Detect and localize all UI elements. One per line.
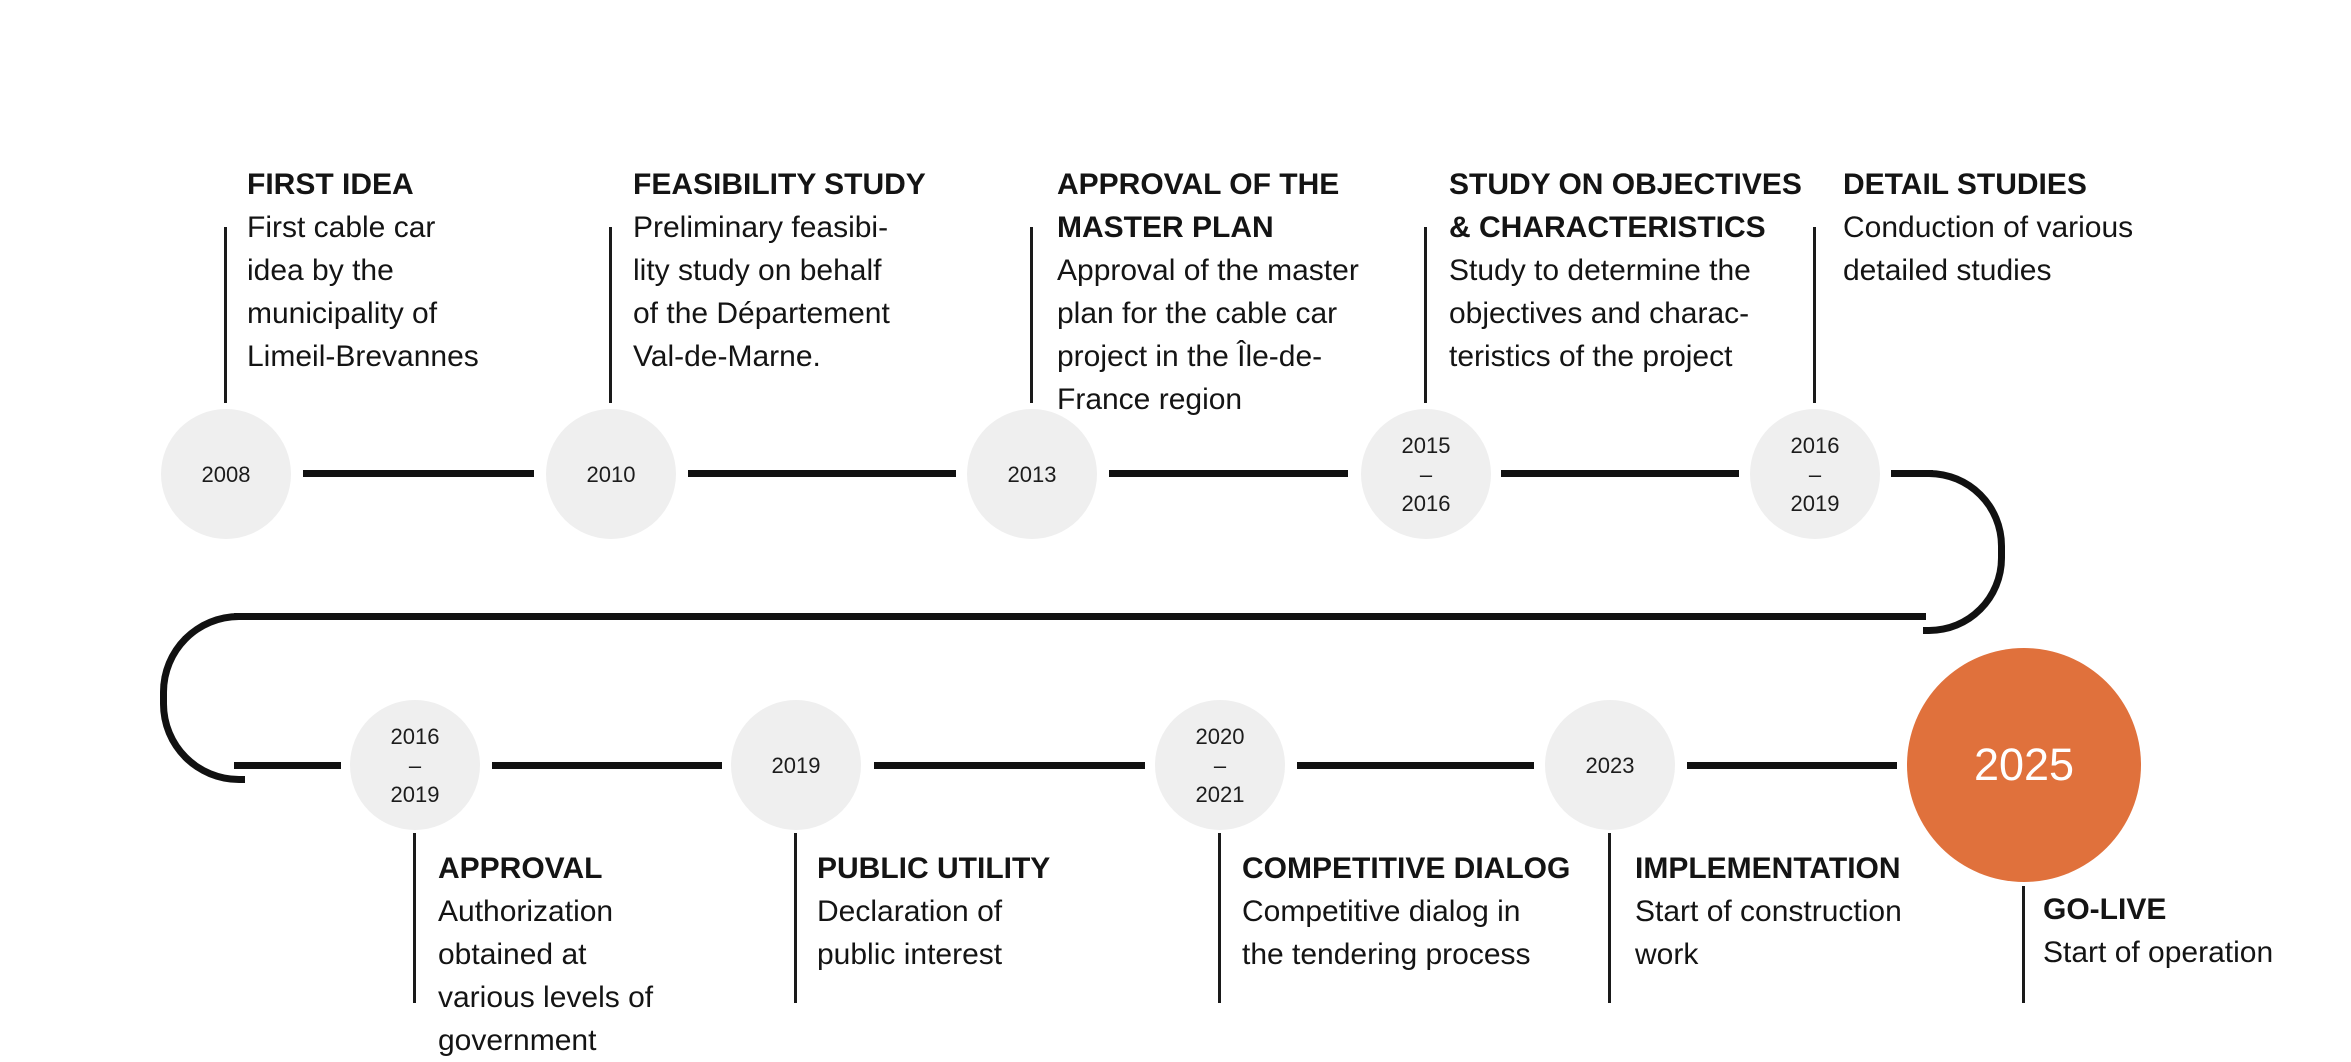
milestone-title: STUDY ON OBJECTIVES& CHARACTERISTICS [1449,168,1802,244]
connector-line [1218,833,1221,1003]
connector-line [1030,227,1033,403]
timeline-segment [234,613,1926,620]
year-node: 2016–2019 [350,700,480,830]
year-node: 2015–2016 [1361,409,1491,539]
timeline-segment [1109,470,1348,477]
year-node: 2010 [546,409,676,539]
year-node: 2013 [967,409,1097,539]
milestone-title: FIRST IDEA [247,168,414,201]
timeline-segment [1297,762,1534,769]
year-label: 2016–2019 [390,723,440,807]
year-label: 2019 [771,752,821,778]
timeline-segment [1891,470,1933,477]
timeline-uturn-right [1923,470,2005,634]
year-label: 2016–2019 [1790,432,1840,516]
year-node: 2016–2019 [1750,409,1880,539]
milestone-description: Start of operation [2043,936,2274,969]
connector-line [1608,833,1611,1003]
connector-line [1424,227,1427,403]
year-node: 2008 [161,409,291,539]
connector-line [609,227,612,403]
connector-line [794,833,797,1003]
timeline-segment [234,762,341,769]
connector-line [2022,886,2025,1003]
timeline-segment [1501,470,1739,477]
year-label: 2020–2021 [1195,723,1245,807]
milestone-title: FEASIBILITY STUDY [633,168,926,201]
timeline-segment [492,762,722,769]
milestone-title: PUBLIC UTILITY [817,852,1051,885]
timeline-segment [688,470,956,477]
timeline-segment [1687,762,1897,769]
go-live-node: 2025 [1907,648,2141,882]
timeline-segment [874,762,1145,769]
milestone-title: COMPETITIVE DIALOG [1242,852,1571,885]
milestone-title: IMPLEMENTATION [1635,852,1901,885]
year-node: 2023 [1545,700,1675,830]
milestone-title: APPROVAL [438,852,603,885]
year-node: 2020–2021 [1155,700,1285,830]
connector-line [1813,227,1816,403]
year-label: 2025 [1973,739,2075,790]
timeline-uturn-left [160,613,245,783]
milestone-description: Preliminary feasibi-lity study on behalf… [633,211,890,373]
milestone-title: GO-LIVE [2043,893,2167,926]
timeline-segment [303,470,534,477]
connector-line [413,833,416,1003]
year-node: 2019 [731,700,861,830]
year-label: 2013 [1007,461,1057,487]
year-label: 2023 [1585,752,1635,778]
connector-line [224,227,227,403]
year-label: 2010 [586,461,636,487]
year-label: 2008 [201,461,251,487]
milestone-title: DETAIL STUDIES [1843,168,2087,201]
year-label: 2015–2016 [1401,432,1451,516]
